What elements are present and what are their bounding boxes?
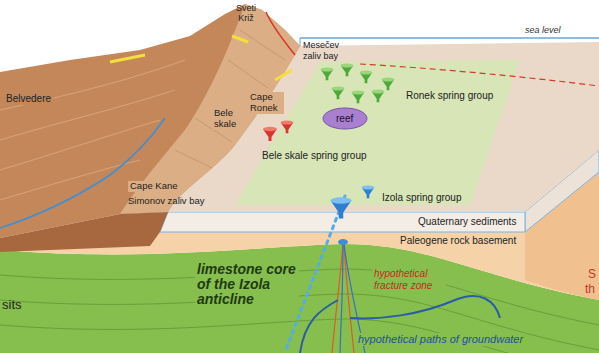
land-front-face [0, 212, 168, 252]
layer-label: Quaternary sediments [418, 216, 516, 228]
spring-icon [360, 71, 373, 84]
node-ellipse [323, 108, 367, 129]
groundwater-path [350, 296, 500, 318]
spring-mouth [372, 90, 385, 94]
cliff-label: Bele skale [212, 108, 246, 130]
fault-trace [360, 64, 599, 86]
cape-label: Cape Kane [128, 181, 180, 192]
marker-bed [110, 55, 145, 62]
strata-line [0, 160, 140, 200]
fracture-line [332, 244, 343, 353]
fracture-conduit [340, 244, 343, 353]
fracture-label: hypothetical fracture zone [372, 268, 446, 291]
limestone-bedding [0, 319, 599, 353]
sea-level-line [300, 37, 599, 38]
strata-line [0, 60, 185, 110]
sea-level-label: sea level [525, 25, 561, 35]
spring-mouth [321, 68, 334, 72]
spring-icon [281, 121, 294, 134]
land-surface [0, 4, 300, 238]
strata-line [0, 120, 160, 170]
spring-mouth [382, 78, 395, 82]
spring-icon [382, 78, 395, 91]
spring-mouth [281, 121, 294, 125]
cliff-hatch [175, 150, 212, 168]
spring-icon [341, 64, 354, 77]
spring-icon [332, 87, 345, 100]
cut-label: th [585, 283, 595, 297]
fault-line [266, 12, 295, 55]
node-label: reef [336, 113, 353, 124]
node-text-group: reef [336, 113, 353, 124]
groundwater-label: hypothetical paths of groundwater [356, 333, 525, 346]
cut-label: sits [2, 298, 22, 313]
spring-mouth [331, 197, 352, 204]
layer-label: Paleogene rock basement [398, 235, 518, 247]
structure-label: limestone core of the Izola anticline [195, 262, 299, 307]
spring-mouth [352, 91, 365, 95]
spring-mouth [341, 64, 354, 68]
bay-label: Mesečev zaliv bay [303, 40, 351, 62]
bay-label: Simonov zaliv bay [128, 196, 205, 207]
spring-group-label: Bele skale spring group [262, 150, 367, 162]
peak-label: Sveti Križ [229, 3, 263, 24]
cut-label: S [588, 268, 596, 282]
groundwater-path [300, 300, 338, 353]
spring-group-label: Izola spring group [382, 192, 462, 204]
marker-bed [275, 70, 292, 80]
strata-line [0, 90, 175, 140]
reef-patch: reef [322, 107, 368, 130]
limestone-bedding [0, 294, 599, 350]
water-box-edge [300, 38, 301, 46]
spring-icon [372, 90, 385, 103]
fracture-line [344, 244, 354, 353]
spring-vent [338, 239, 348, 245]
place-label: Belvedere [4, 93, 53, 105]
cape-label: Cape Ronek [248, 92, 284, 114]
spring-mouth [263, 127, 277, 131]
cliff-hatch [240, 30, 285, 60]
spring-icon [263, 127, 277, 141]
spring-icon [331, 197, 352, 218]
marker-bed [232, 36, 248, 42]
spring-icon [321, 68, 334, 81]
cliff-hatch [228, 60, 268, 88]
spring-icon [362, 186, 375, 199]
cliff-face [120, 4, 300, 214]
spring-mouth [360, 71, 373, 75]
spring-mouth [332, 87, 345, 91]
stream [0, 118, 165, 228]
spring-mouth [362, 186, 375, 190]
spring-icon [352, 91, 365, 104]
spring-group-label: Ronek spring group [406, 90, 493, 102]
